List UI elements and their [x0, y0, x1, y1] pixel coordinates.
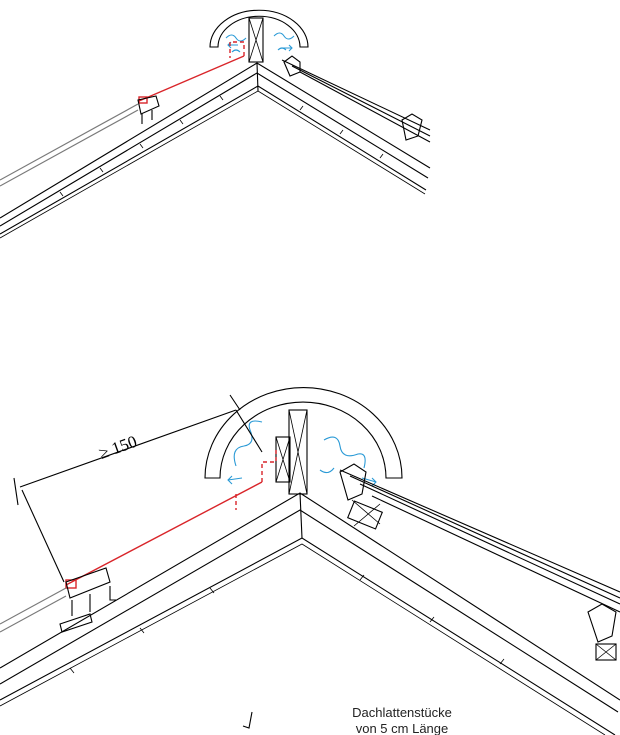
- ridge-batten-top: [248, 17, 264, 63]
- dimension-line: [13, 394, 263, 583]
- ridge-detail-bottom: ≥ 150: [0, 386, 620, 735]
- roof-layers-top: [0, 62, 431, 239]
- roof-tiles-right-top: [281, 59, 431, 143]
- dimension-label: ≥ 150: [96, 432, 139, 463]
- underlay-membrane-top: [138, 55, 245, 102]
- airflow-top: [225, 32, 295, 53]
- ridge-tile-top: [209, 9, 309, 48]
- roof-layers-bottom: [0, 492, 620, 735]
- airflow-bottom: [233, 420, 366, 474]
- note-line-1: Dachlattenstücke: [352, 705, 452, 720]
- flashing-bottom: [0, 587, 67, 633]
- flashing-top: [0, 103, 139, 187]
- underlay-membrane-bottom: [65, 481, 263, 586]
- ridge-tile-bottom: [204, 386, 403, 479]
- note-line-2: von 5 cm Länge: [356, 721, 449, 735]
- note-leader: [242, 711, 253, 729]
- ridge-detail-top: [0, 9, 431, 239]
- roof-tiles-right-bottom: [339, 469, 620, 613]
- ridge-batten-bottom: [288, 409, 308, 495]
